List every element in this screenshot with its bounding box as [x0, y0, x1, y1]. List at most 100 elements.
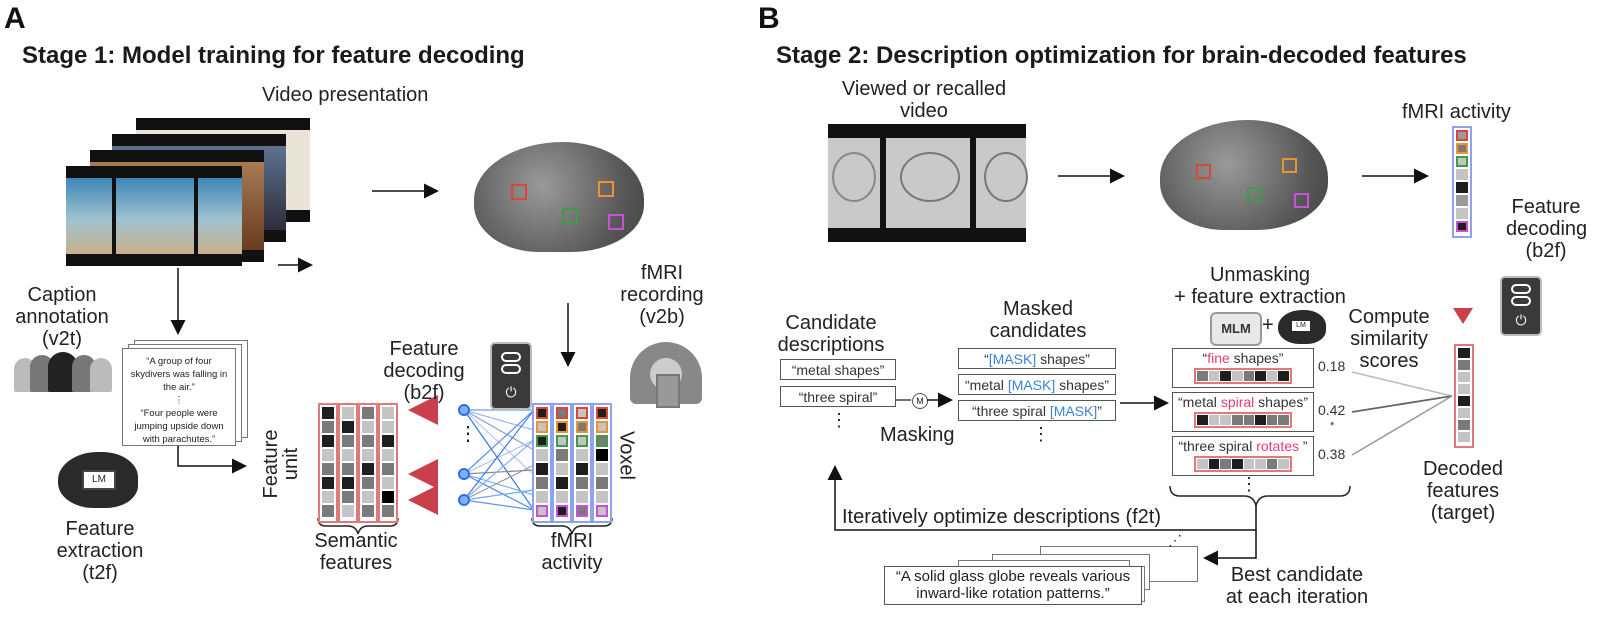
feature-cell [576, 463, 588, 475]
candidate-box: “metal shapes” [780, 359, 896, 380]
feature-cell [1220, 459, 1231, 469]
decoder-node [458, 468, 470, 480]
masked-text: shapes” [1055, 377, 1109, 393]
feature-cell [362, 407, 374, 419]
roi-magenta [608, 214, 624, 230]
caption-annotation-label: Caption annotation (v2t) [14, 284, 110, 350]
feature-decoding-label-b: Feature decoding (b2f) [1506, 196, 1587, 262]
roi-green [1247, 187, 1262, 202]
decoder-server-icon-b: ⏻ [1500, 276, 1542, 336]
best-candidate-line: Best candidate [1230, 564, 1364, 586]
similarity-score: 0.18 [1318, 358, 1346, 374]
similarity-line: scores [1359, 350, 1419, 372]
feature-decoding-label-a: Feature decoding (b2f) [382, 338, 466, 404]
decoded-line: features [1426, 480, 1500, 502]
decoder-nodes [458, 404, 470, 506]
similarity-line: similarity [1350, 328, 1428, 350]
fmri-recording-line: recording [620, 284, 704, 306]
caption-card-front: “A group of four skydivers was falling i… [122, 348, 236, 446]
viewed-video-film-strip [828, 124, 1028, 242]
compute-similarity-label: Compute similarity scores [1346, 306, 1432, 372]
viewed-video-line: video [900, 100, 948, 122]
feature-cell [596, 491, 608, 503]
viewed-video-label: Viewed or recalled video [826, 78, 1022, 122]
feature-cell [1458, 384, 1470, 394]
feature-cell [362, 449, 374, 461]
mlm-icon: MLM [1210, 312, 1262, 346]
feature-cell [556, 463, 568, 475]
feature-cell [342, 477, 354, 489]
feature-cell [1278, 415, 1289, 425]
masked-text: shapes” [1036, 351, 1090, 367]
unmasked-text-part: “three spiral [1178, 438, 1257, 454]
roi-green [562, 208, 578, 224]
feature-cell [342, 421, 354, 433]
feature-cell [382, 407, 394, 419]
filled-token: spiral [1220, 394, 1255, 410]
similarity-line-1 [1351, 371, 1453, 397]
feature-cell [342, 449, 354, 461]
feature-cell [596, 477, 608, 489]
feature-cell [362, 505, 374, 517]
candidate-descriptions-label: Candidate descriptions [776, 312, 886, 356]
feature-cell [1456, 143, 1468, 154]
panel-b-letter: B [758, 2, 780, 35]
feature-cell [596, 421, 608, 433]
brain-image-b [1160, 120, 1328, 230]
final-description-line: inward-like rotation patterns.” [916, 585, 1110, 602]
semantic-feature-column [318, 403, 338, 523]
feature-cell [342, 407, 354, 419]
feature-cell [1278, 371, 1289, 381]
feature-vector [1194, 368, 1292, 384]
feature-decoding-line: Feature [389, 338, 459, 360]
feature-cell [576, 491, 588, 503]
decoder-output-arrows [408, 395, 462, 515]
unmasked-candidate-box: “metal spiral shapes” [1172, 392, 1314, 432]
feature-cell [1458, 348, 1470, 358]
fmri-voxel-column [532, 403, 552, 523]
caption-to-features-arrow [177, 445, 247, 474]
feature-cell [596, 407, 608, 419]
feature-cell [1458, 360, 1470, 370]
feature-cell [342, 491, 354, 503]
language-model-icon-b: LM [1278, 310, 1326, 344]
best-candidate-label: Best candidate at each iteration [1222, 564, 1372, 608]
roi-orange [1282, 158, 1297, 173]
mask-token: [MASK] [1007, 377, 1056, 393]
feature-cell [382, 491, 394, 503]
unmasking-line: + feature extraction [1174, 286, 1346, 308]
feature-cell [536, 421, 548, 433]
masked-text: “three spiral [972, 403, 1050, 419]
feature-cell [362, 435, 374, 447]
feature-vector [1194, 412, 1292, 428]
decoder-node [458, 494, 470, 506]
masked-candidate-box: “[MASK] shapes” [958, 348, 1116, 369]
feature-cell [1208, 415, 1220, 425]
semantic-features-brace [317, 517, 399, 535]
feature-cell [536, 491, 548, 503]
masked-text: “metal [965, 377, 1008, 393]
caption-text: “Four people were jumping upside down wi… [134, 408, 224, 445]
semantic-features-line: Semantic [314, 530, 398, 552]
feature-cell [342, 505, 354, 517]
feature-cell [556, 449, 568, 461]
decoder-node [458, 404, 470, 416]
feature-cell [362, 463, 374, 475]
feature-cell [322, 491, 334, 503]
roi-red [1196, 164, 1211, 179]
masked-candidate-box: “metal [MASK] shapes” [958, 374, 1116, 395]
filled-token: fine [1207, 350, 1230, 366]
unmasked-text-part: shapes” [1229, 350, 1284, 366]
panel-a-letter: A [4, 2, 26, 35]
similarity-score: 0.38 [1318, 446, 1346, 462]
fmri-activity-line: activity [541, 552, 603, 574]
stage-2-title: Stage 2: Description optimization for br… [776, 42, 1467, 69]
feature-cell [1197, 459, 1208, 469]
feature-cell [536, 477, 548, 489]
feature-cell [1243, 459, 1255, 469]
feature-cell [1456, 208, 1468, 219]
feature-cell [536, 435, 548, 447]
fmri-activity-label-b: fMRI activity [1402, 101, 1511, 123]
